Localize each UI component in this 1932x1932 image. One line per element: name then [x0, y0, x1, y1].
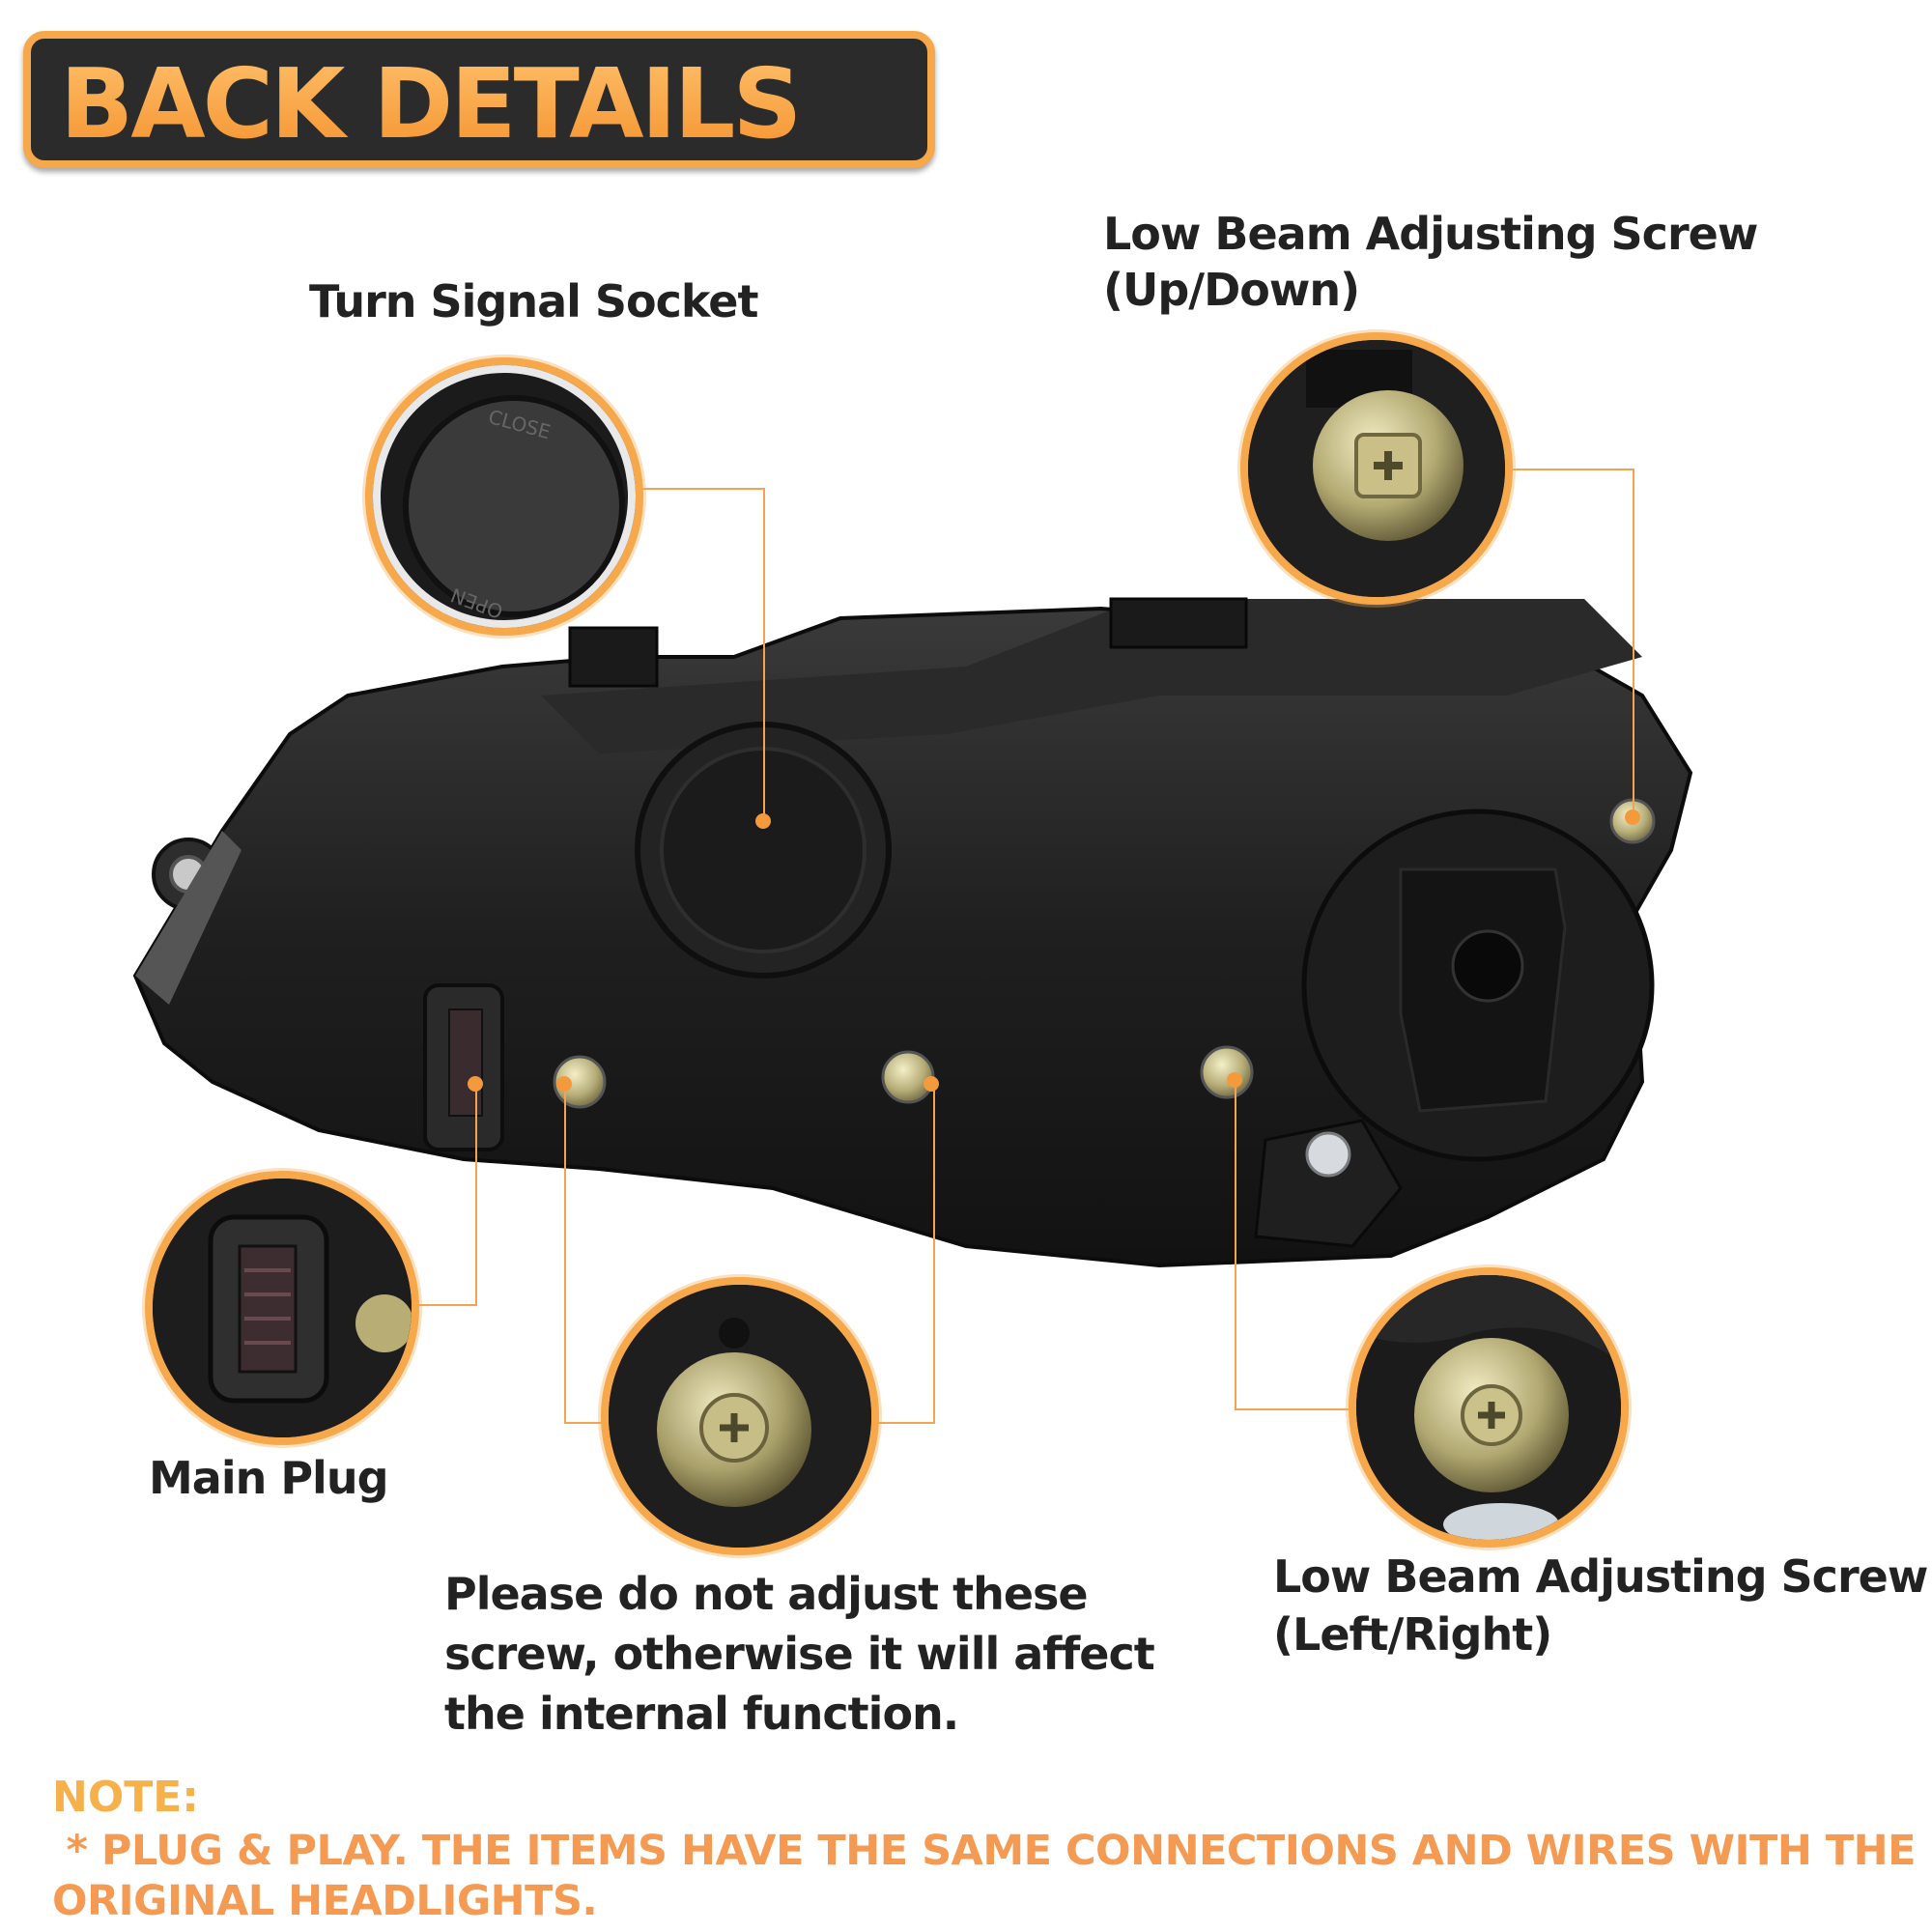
label-warning-line1: Please do not adjust these: [444, 1568, 1089, 1620]
label-main-plug: Main Plug: [149, 1452, 389, 1504]
label-warning-line3: the internal function.: [444, 1688, 959, 1740]
callout-dot-low-beam-updown: [1625, 810, 1640, 825]
callout-dot-turn-signal: [755, 813, 771, 829]
note-title: NOTE:: [52, 1773, 199, 1822]
label-turn-signal-socket: Turn Signal Socket: [309, 275, 758, 327]
callout-dot-low-beam-lr: [1227, 1072, 1242, 1088]
title-banner: BACK DETAILS: [23, 31, 935, 168]
callout-dot-screw-right: [923, 1076, 939, 1092]
housing-screw-closeup-icon: [609, 1285, 871, 1548]
label-low-beam-lr-line1: Low Beam Adjusting Screw: [1273, 1550, 1928, 1603]
detail-circle-low-beam-updown: [1240, 332, 1513, 605]
note-body: * PLUG & PLAY. THE ITEMS HAVE THE SAME C…: [52, 1826, 1917, 1926]
callout-dot-screw-left: [556, 1076, 572, 1092]
callout-dot-main-plug: [468, 1076, 483, 1092]
detail-circle-low-beam-lr: [1349, 1267, 1629, 1548]
detail-circle-screw: [601, 1277, 879, 1555]
detail-circle-main-plug: [145, 1171, 419, 1445]
callout-line-main-plug: [415, 1084, 477, 1306]
label-low-beam-updown-line1: Low Beam Adjusting Screw: [1103, 208, 1758, 260]
turn-signal-cap-icon: CLOSE OPEN: [373, 365, 636, 628]
note-body-line1: * PLUG & PLAY. THE ITEMS HAVE THE SAME C…: [52, 1827, 1916, 1875]
label-low-beam-lr-line2: (Left/Right): [1273, 1608, 1552, 1661]
label-warning-line2: screw, otherwise it will affect: [444, 1628, 1155, 1680]
callout-line-low-beam-updown: [1505, 469, 1634, 813]
banner-title: BACK DETAILS: [60, 46, 908, 162]
callout-line-turn-signal: [638, 488, 765, 823]
lr-screw-closeup-icon: [1356, 1275, 1621, 1540]
screw-closeup-icon: [1248, 340, 1505, 597]
callout-line-low-beam-lr: [1235, 1080, 1362, 1410]
main-plug-closeup-icon: [153, 1179, 412, 1437]
detail-circle-turn-signal: CLOSE OPEN: [365, 357, 643, 636]
label-low-beam-updown-line2: (Up/Down): [1103, 264, 1360, 316]
note-body-line2: ORIGINAL HEADLIGHTS.: [52, 1877, 598, 1925]
